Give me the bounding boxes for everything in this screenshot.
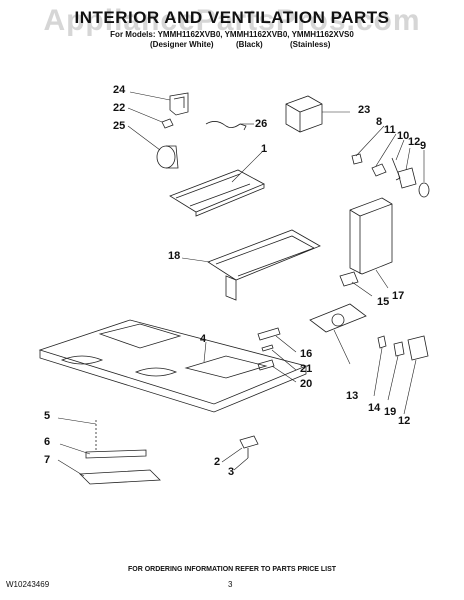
callout-21: 21 [300, 363, 313, 375]
callout-8: 8 [376, 116, 383, 128]
callout-13: 13 [346, 390, 359, 402]
callout-24: 24 [113, 84, 126, 96]
part-23-transformer [285, 95, 323, 133]
part-14 [377, 335, 387, 349]
part-21 [261, 344, 274, 352]
part-8-knob [351, 153, 363, 165]
part-2-3-connector [239, 435, 259, 458]
variant-stainless: (Stainless) [290, 40, 331, 49]
variant-white: (Designer White) [150, 40, 214, 49]
callout-3: 3 [228, 466, 235, 478]
callout-14: 14 [368, 402, 381, 414]
callout-9: 9 [420, 140, 427, 152]
callout-4: 4 [200, 333, 207, 345]
part-12-latch-upper [397, 167, 417, 189]
document-number: W10243469 [6, 580, 50, 589]
callout-12-upper: 12 [408, 136, 421, 148]
part-15-block [339, 271, 359, 287]
callout-18: 18 [168, 250, 181, 262]
callout-5: 5 [44, 410, 51, 422]
callout-20: 20 [300, 378, 313, 390]
callout-26: 26 [255, 118, 268, 130]
page-number: 3 [228, 580, 233, 589]
part-24-bracket [169, 92, 189, 116]
callout-11: 11 [384, 124, 396, 136]
part-7-strip [79, 469, 161, 485]
part-22-clip [161, 118, 174, 129]
watermark: AppliancePartsPros.com [43, 4, 421, 37]
part-12-latch-lower [407, 335, 429, 361]
part-13-gear-assembly [309, 303, 367, 333]
callout-2: 2 [214, 456, 221, 468]
part-20 [257, 359, 275, 371]
part-25-cylinder [156, 145, 176, 169]
page-title: INTERIOR AND VENTILATION PARTS [74, 8, 390, 27]
callout-1: 1 [261, 143, 268, 155]
part-18-grille [207, 229, 321, 281]
part-19 [393, 341, 405, 357]
part-9-cap [418, 182, 430, 198]
callout-25: 25 [113, 120, 126, 132]
part-26-wire [205, 121, 247, 131]
callout-7: 7 [44, 454, 51, 466]
part-10-lever [391, 157, 401, 181]
part-17-duct [349, 197, 393, 275]
part-1-control-panel [169, 169, 265, 213]
callout-19: 19 [384, 406, 397, 418]
models-line: For Models: YMMH1162XVB0, YMMH1162XVB0, … [110, 30, 354, 39]
callout-15: 15 [377, 296, 390, 308]
callout-23: 23 [358, 104, 371, 116]
callout-10: 10 [397, 130, 410, 142]
part-6-strip [85, 449, 147, 459]
callout-6: 6 [44, 436, 51, 448]
variant-black: (Black) [236, 40, 263, 49]
part-11-switch [371, 163, 387, 177]
callout-12-lower: 12 [398, 415, 411, 427]
part-16 [257, 327, 281, 341]
ordering-info: FOR ORDERING INFORMATION REFER TO PARTS … [127, 566, 337, 573]
callout-17: 17 [392, 290, 405, 302]
callout-22: 22 [113, 102, 126, 114]
callout-16: 16 [300, 348, 313, 360]
